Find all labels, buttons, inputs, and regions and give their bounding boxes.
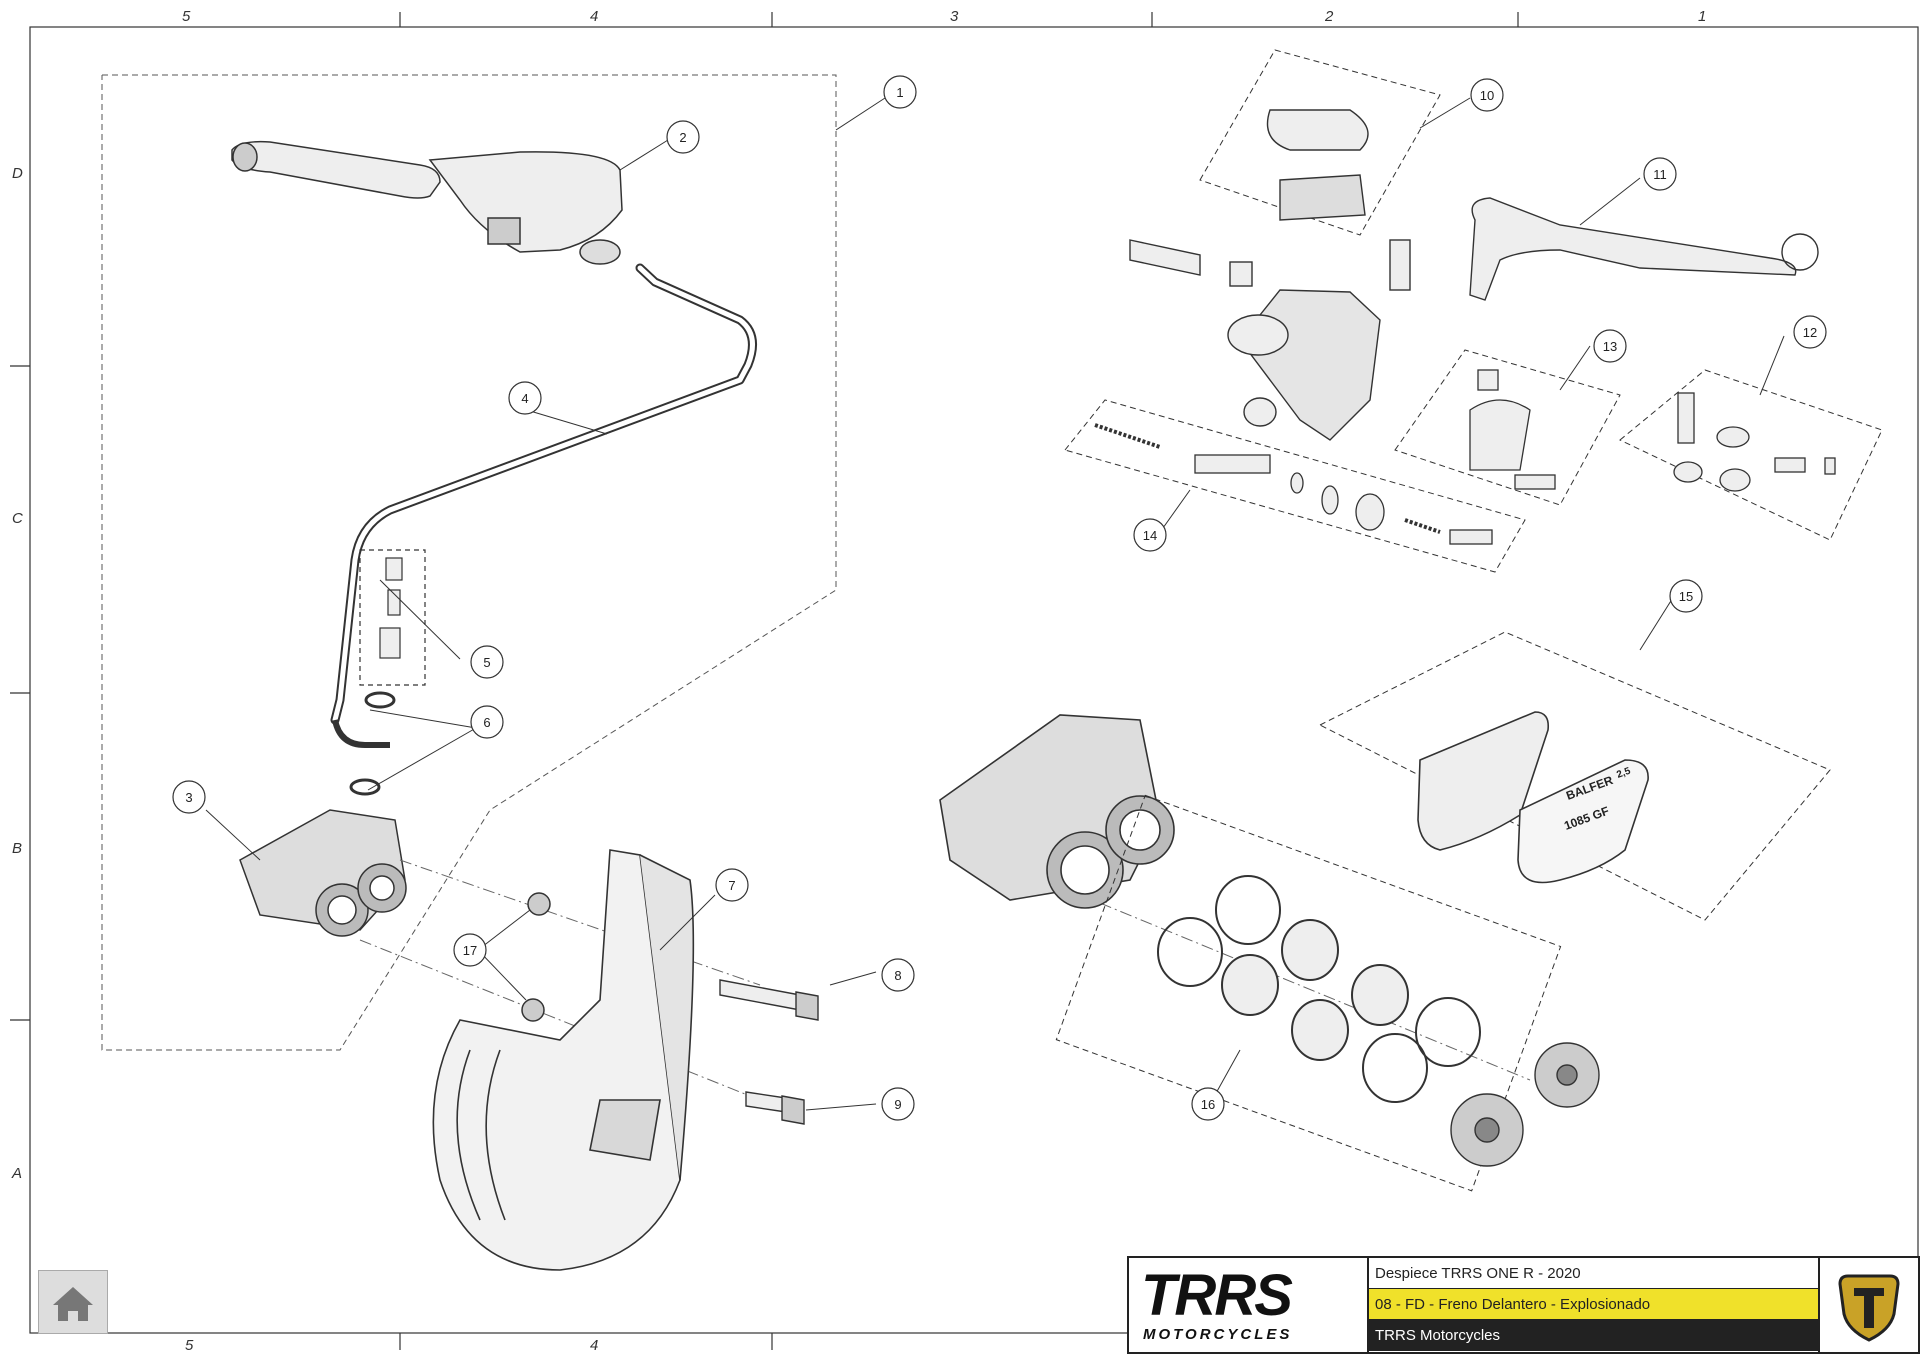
callout-11[interactable]: 11	[1643, 157, 1677, 191]
washers-17	[521, 892, 551, 1022]
grid-row-d: D	[12, 165, 23, 182]
svg-text:1: 1	[896, 85, 903, 100]
svg-text:9: 9	[894, 1097, 901, 1112]
title-block: TRRS MOTORCYCLES Despiece TRRS ONE R - 2…	[1127, 1256, 1920, 1354]
drawing-subtitle: 08 - FD - Freno Delantero - Explosionado	[1369, 1289, 1818, 1320]
grid-col-5-bottom: 5	[185, 1337, 194, 1354]
grid-row-b: B	[12, 840, 23, 857]
drawing-title: Despiece TRRS ONE R - 2020	[1369, 1258, 1818, 1289]
svg-text:12: 12	[1803, 325, 1817, 340]
svg-text:10: 10	[1480, 88, 1494, 103]
callout-6[interactable]: 6	[470, 705, 504, 739]
callout-14[interactable]: 14	[1133, 518, 1167, 552]
master-cylinder-exploded	[1129, 49, 1819, 441]
grid-row-a: A	[12, 1165, 23, 1182]
washers-6	[349, 691, 396, 796]
caliper-covers	[1450, 1042, 1600, 1167]
svg-text:13: 13	[1603, 339, 1617, 354]
svg-text:6: 6	[483, 715, 490, 730]
bleeder-kit	[359, 549, 426, 686]
callout-17[interactable]: 17	[453, 933, 487, 967]
grid-col-2-top: 2	[1325, 8, 1334, 25]
shield-icon	[1838, 1274, 1900, 1342]
svg-text:16: 16	[1201, 1097, 1215, 1112]
trrs-emblem	[1818, 1258, 1918, 1352]
svg-text:2: 2	[679, 130, 686, 145]
svg-text:4: 4	[521, 391, 528, 406]
leader-lines	[205, 97, 1785, 1111]
callout-16[interactable]: 16	[1191, 1087, 1225, 1121]
drawing-frame	[29, 26, 1919, 1334]
grid-col-1-top: 1	[1698, 8, 1707, 25]
piston-kit-14	[1064, 399, 1526, 573]
callout-8[interactable]: 8	[881, 958, 915, 992]
svg-text:7: 7	[728, 878, 735, 893]
master-cylinder-assembly	[231, 140, 623, 265]
company-name: TRRS Motorcycles	[1369, 1320, 1818, 1351]
home-button[interactable]	[38, 1270, 108, 1334]
callout-13[interactable]: 13	[1593, 329, 1627, 363]
brake-pads	[1318, 631, 1831, 921]
callout-2[interactable]: 2	[666, 120, 700, 154]
callout-4[interactable]: 4	[508, 381, 542, 415]
pad-code-label: 1085 GF	[1562, 804, 1611, 833]
callout-9[interactable]: 9	[881, 1087, 915, 1121]
svg-text:8: 8	[894, 968, 901, 983]
callout-5[interactable]: 5	[470, 645, 504, 679]
disc-guard	[432, 849, 695, 1271]
callout-1[interactable]: 1	[883, 75, 917, 109]
lever-hardware-12	[1619, 369, 1883, 541]
svg-text:15: 15	[1679, 589, 1693, 604]
grid-col-3-top: 3	[950, 8, 959, 25]
svg-text:17: 17	[463, 943, 477, 958]
grid-col-4-top: 4	[590, 8, 599, 25]
trrs-logo: TRRS MOTORCYCLES	[1129, 1258, 1369, 1352]
caliper-large	[939, 714, 1175, 909]
callout-7[interactable]: 7	[715, 868, 749, 902]
logo-text-motorcycles: MOTORCYCLES	[1143, 1326, 1293, 1343]
svg-text:14: 14	[1143, 528, 1157, 543]
caliper-small	[239, 809, 407, 937]
svg-text:5: 5	[483, 655, 490, 670]
svg-text:3: 3	[185, 790, 192, 805]
svg-text:11: 11	[1653, 167, 1667, 182]
grid-row-c: C	[12, 510, 23, 527]
callout-15[interactable]: 15	[1669, 579, 1703, 613]
grid-col-4-bottom: 4	[590, 1337, 599, 1354]
callout-12[interactable]: 12	[1793, 315, 1827, 349]
logo-text-trrs: TRRS	[1141, 1263, 1293, 1328]
assembly-1-outline	[101, 74, 837, 1051]
callout-10[interactable]: 10	[1470, 78, 1504, 112]
bolts	[719, 979, 819, 1125]
callout-3[interactable]: 3	[172, 780, 206, 814]
pad-brand-label: BALFER	[1564, 773, 1615, 803]
clamp-13	[1394, 349, 1621, 506]
pistons-seals	[1055, 794, 1562, 1192]
home-icon	[53, 1287, 93, 1321]
pad-size-label: 2,5	[1615, 766, 1632, 781]
grid-col-5-top: 5	[182, 8, 191, 25]
